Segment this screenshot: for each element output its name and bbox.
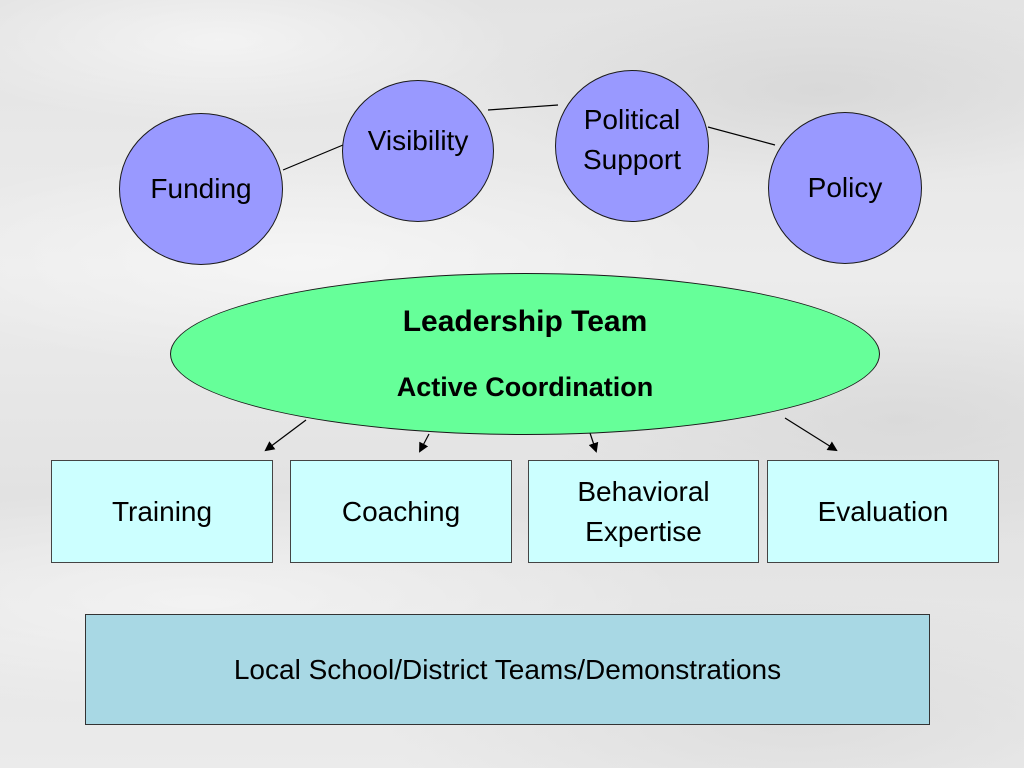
leadership-team-ellipse [170,273,880,435]
arrow-to-evaluation [784,417,838,452]
arrow-to-behavioral-expertise [588,432,599,453]
active-coordination-label: Active Coordination [396,372,654,402]
node-political-support: Political Support [555,70,709,222]
box-behavioral-expertise: Behavioral Expertise [528,460,759,563]
box-evaluation: Evaluation [767,460,999,563]
node-policy: Policy [768,112,922,264]
node-funding: Funding [119,113,283,265]
arrow-to-coaching [419,433,430,453]
connector-funding-visibility [282,144,344,171]
box-training: Training [51,460,273,563]
node-visibility: Visibility [342,80,494,222]
box-coaching: Coaching [290,460,512,563]
arrow-to-training [264,419,307,452]
connector-political-support-policy [707,126,776,146]
leadership-team-title: Leadership Team [402,305,648,338]
local-teams-box: Local School/District Teams/Demonstratio… [85,614,930,725]
connector-visibility-political-support [487,104,559,111]
